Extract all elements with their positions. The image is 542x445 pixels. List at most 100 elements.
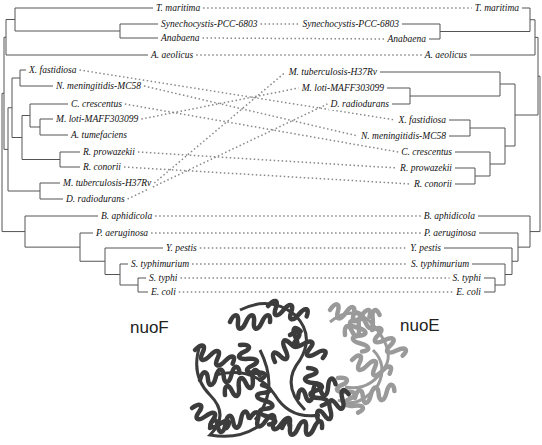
- tree-branch: [105, 274, 120, 275]
- tree-branch: [22, 115, 30, 116]
- link-line: [141, 88, 298, 119]
- species-label: S. typhi: [452, 272, 483, 284]
- link-line: [196, 54, 422, 56]
- tree-branch: [475, 176, 490, 177]
- species-label: Y. pestis: [409, 242, 442, 254]
- tree-branch: [455, 152, 490, 153]
- tree-branch: [410, 96, 500, 97]
- species-label: M. tuberculosis-H37Rv: [62, 177, 152, 189]
- link-line: [154, 72, 285, 183]
- species-label: S. typhimurium: [410, 258, 470, 270]
- link-line: [203, 7, 472, 9]
- link-line: [200, 247, 407, 249]
- tree-branch: [80, 233, 93, 234]
- tree-branch: [515, 115, 538, 116]
- tree-branch: [538, 76, 540, 77]
- tree-branch: [138, 292, 148, 293]
- tree-branch: [512, 261, 518, 262]
- species-label: M. tuberculosis-H37Rv: [288, 66, 378, 78]
- species-label: B. aphidicola: [423, 210, 476, 222]
- link-line: [261, 23, 300, 25]
- nuof-ribbon: [189, 299, 353, 436]
- species-label: Synechocystis-PCC-6803: [301, 18, 400, 30]
- tree-branch: [138, 278, 146, 279]
- species-label: T. maritima: [155, 2, 201, 14]
- species-label: R. prowazekii: [82, 146, 136, 158]
- tree-branch: [40, 183, 60, 184]
- tree-branch: [20, 70, 26, 71]
- species-label: Anabaena: [386, 33, 427, 45]
- tree-branch: [120, 285, 138, 286]
- gene-label: nuoF: [130, 318, 169, 338]
- link-line: [203, 38, 385, 39]
- tree-branch: [15, 31, 120, 32]
- tree-branch: [518, 247, 530, 248]
- tree-branch: [4, 37, 6, 38]
- species-label: S. typhimurium: [130, 258, 190, 270]
- species-label: D. radiodurans: [65, 193, 126, 205]
- gene-label: nuoE: [400, 316, 440, 336]
- tree-branch: [2, 93, 3, 231]
- tree-branch: [120, 24, 158, 25]
- tree-branch: [429, 39, 440, 40]
- species-label: M. loti-MAFF303099: [55, 113, 139, 125]
- tree-branch: [2, 93, 4, 94]
- tree-branch: [449, 136, 470, 137]
- tree-branch: [455, 184, 475, 185]
- tree-branch: [392, 104, 410, 105]
- tree-branch: [8, 107, 12, 108]
- tree-branch: [440, 31, 530, 32]
- species-label: A. tumefaciens: [70, 129, 128, 141]
- tree-branch: [60, 152, 80, 153]
- link-line: [125, 104, 398, 152]
- tree-branch: [490, 164, 505, 165]
- tree-branch: [60, 167, 80, 168]
- species-label: Anabaena: [160, 32, 201, 44]
- tree-branch: [25, 216, 98, 217]
- link-line: [124, 167, 411, 184]
- species-label: Y. pestis: [165, 242, 198, 254]
- tree-branch: [479, 233, 518, 234]
- tree-branch: [535, 37, 538, 38]
- species-label: P. aeruginosa: [95, 227, 149, 239]
- species-label: A. aeolicus: [150, 49, 194, 61]
- tree-branch: [6, 19, 15, 20]
- tree-branch: [105, 248, 163, 249]
- tree-branch: [387, 88, 410, 89]
- species-label: C. crescentus: [70, 98, 123, 110]
- species-label: X. fastidiosa: [28, 64, 78, 76]
- tree-branch: [12, 78, 20, 79]
- species-label: E. coli: [455, 286, 482, 298]
- tree-branch: [470, 55, 535, 56]
- tree-branch: [484, 292, 495, 293]
- tree-branch: [478, 216, 530, 217]
- tree-branch: [530, 231, 540, 232]
- species-label: E. coli: [150, 286, 177, 298]
- link-line: [138, 152, 397, 168]
- tree-branch: [444, 248, 512, 249]
- species-label: A. aeolicus: [424, 49, 468, 61]
- tree-branch: [380, 72, 500, 73]
- species-label: C. crescentus: [400, 146, 453, 158]
- link-line: [192, 263, 408, 265]
- tree-branch: [505, 274, 512, 275]
- tree-branch: [522, 8, 530, 9]
- tree-branch: [6, 55, 148, 56]
- tree-branch: [30, 104, 68, 105]
- species-label: N. meningitidis-MC58: [55, 80, 142, 92]
- link-line: [128, 104, 328, 199]
- species-label: D. radiodurans: [329, 98, 390, 110]
- species-label: R. conorii: [82, 161, 122, 173]
- tree-branch: [500, 84, 515, 85]
- link-line: [179, 291, 453, 293]
- tree-branch: [20, 86, 53, 87]
- tree-branch: [402, 24, 440, 25]
- species-label: R. prowazekii: [399, 162, 453, 174]
- link-line: [151, 232, 421, 234]
- species-label: Synechocystis-PCC-6803: [160, 18, 259, 30]
- tree-branch: [449, 120, 470, 121]
- tree-branch: [540, 76, 541, 231]
